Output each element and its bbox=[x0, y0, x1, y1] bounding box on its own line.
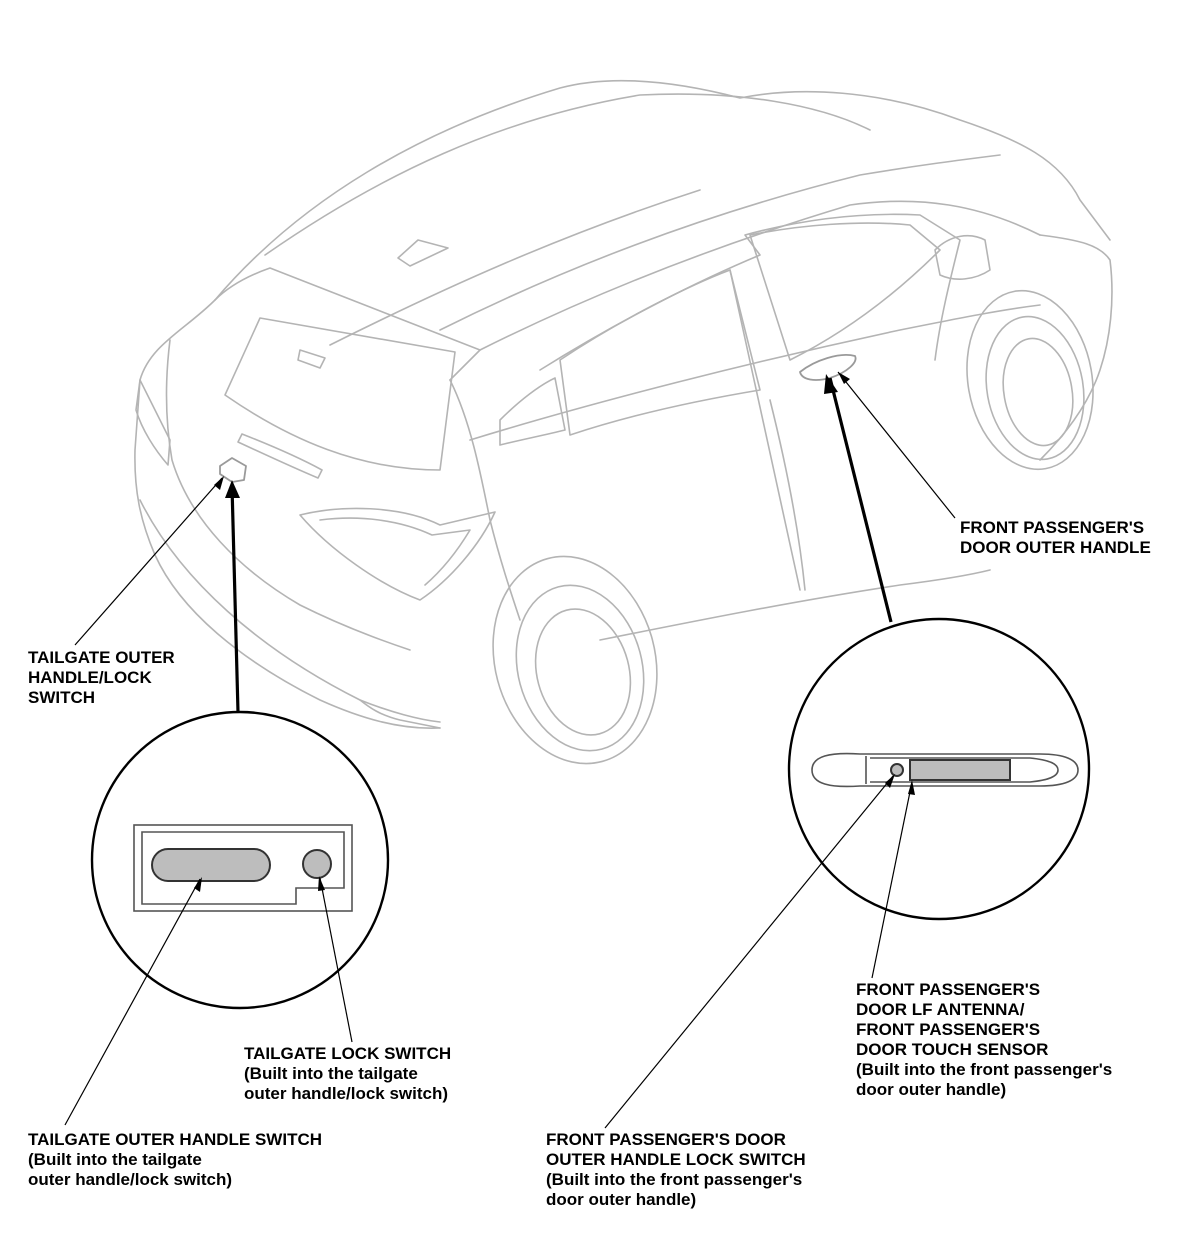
roof-rail-inner bbox=[439, 154, 1001, 331]
label-line: FRONT PASSENGER'S DOOR bbox=[546, 1130, 786, 1149]
side-sill bbox=[599, 569, 991, 641]
rear-body-inner bbox=[165, 339, 411, 651]
label-tailgate-outer-handle-switch: TAILGATE OUTER HANDLE SWITCH (Built into… bbox=[28, 1130, 322, 1190]
door-handle-detail-callout bbox=[787, 617, 1091, 921]
arrow-front-door-outer-handle bbox=[838, 372, 850, 384]
front-door-window bbox=[749, 222, 941, 361]
label-line: door outer handle) bbox=[856, 1080, 1007, 1099]
label-line: SWITCH bbox=[28, 688, 96, 707]
rear-wheel-arch bbox=[492, 555, 658, 765]
leader-front-door-outer-handle bbox=[837, 371, 956, 519]
rear-window bbox=[224, 317, 456, 471]
label-line: (Built into the front passenger's bbox=[856, 1060, 1113, 1079]
quarter-window bbox=[499, 377, 566, 446]
rear-wheel-rim bbox=[534, 608, 632, 736]
rear-door-window bbox=[559, 269, 761, 436]
tailgate-outer-handle-switch-pad bbox=[151, 848, 271, 882]
arrow-door-outer-handle-lock-switch bbox=[885, 774, 895, 788]
roof-rail bbox=[264, 93, 871, 256]
door-touch-sensor-pad bbox=[909, 759, 1011, 781]
rear-spoiler bbox=[214, 267, 481, 381]
rear-body-left bbox=[134, 299, 441, 730]
b-pillar bbox=[729, 269, 801, 591]
label-line: FRONT PASSENGER'S bbox=[856, 980, 1041, 999]
side-body-top bbox=[479, 200, 1041, 351]
tail-lamp-left bbox=[135, 379, 171, 466]
roof-side-line bbox=[329, 189, 701, 346]
label-line: TAILGATE LOCK SWITCH bbox=[244, 1044, 452, 1063]
label-tailgate-lock-switch: TAILGATE LOCK SWITCH (Built into the tai… bbox=[244, 1044, 451, 1104]
door-handle-lock-switch-button bbox=[890, 763, 904, 777]
leader-door-circle-to-handle bbox=[828, 377, 893, 623]
label-line: outer handle/lock switch) bbox=[28, 1170, 233, 1189]
rear-wheel-tire bbox=[515, 584, 645, 752]
leader-tailgate-circle-to-switch bbox=[230, 485, 240, 713]
tail-lamp-right bbox=[299, 507, 496, 601]
label-line: TAILGATE OUTER bbox=[28, 648, 175, 667]
label-line: OUTER HANDLE LOCK SWITCH bbox=[546, 1150, 806, 1169]
leader-tailgate-outer-handle-lock bbox=[74, 477, 223, 646]
front-wheel-rim bbox=[1002, 337, 1074, 447]
shark-fin-antenna bbox=[397, 239, 449, 267]
label-line: HANDLE/LOCK bbox=[28, 668, 152, 687]
label-line: DOOR LF ANTENNA/ bbox=[856, 1000, 1025, 1019]
arrow-lf-antenna-touch-sensor bbox=[908, 780, 915, 795]
arrow-tailgate-outer-handle-lock bbox=[214, 476, 224, 490]
vehicle-door-handle bbox=[799, 354, 857, 381]
label-line: outer handle/lock switch) bbox=[244, 1084, 449, 1103]
arrow-door-circle-to-handle bbox=[824, 374, 838, 394]
front-wheel-arch bbox=[966, 289, 1094, 471]
label-line: (Built into the tailgate bbox=[244, 1064, 418, 1083]
label-lf-antenna-touch-sensor: FRONT PASSENGER'S DOOR LF ANTENNA/ FRONT… bbox=[856, 980, 1112, 1100]
rear-bumper bbox=[139, 499, 441, 723]
label-line: (Built into the front passenger's bbox=[546, 1170, 803, 1189]
label-door-outer-handle-lock-switch: FRONT PASSENGER'S DOOR OUTER HANDLE LOCK… bbox=[546, 1130, 806, 1210]
side-character-line bbox=[469, 304, 1041, 441]
vehicle-roof bbox=[214, 79, 1111, 301]
label-line: door outer handle) bbox=[546, 1190, 697, 1209]
side-mirror bbox=[934, 234, 991, 280]
label-line: (Built into the tailgate bbox=[28, 1150, 202, 1169]
label-front-door-outer-handle: FRONT PASSENGER'S DOOR OUTER HANDLE bbox=[960, 518, 1151, 558]
front-fender bbox=[1039, 234, 1113, 461]
arrow-tailgate-outer-handle-switch bbox=[194, 877, 202, 892]
arrow-tailgate-circle-to-switch bbox=[225, 480, 240, 498]
front-wheel-tire bbox=[985, 315, 1085, 461]
rear-wiper-area bbox=[297, 349, 326, 369]
door-split bbox=[769, 399, 806, 591]
label-line: FRONT PASSENGER'S bbox=[960, 518, 1145, 537]
label-line: DOOR TOUCH SENSOR bbox=[856, 1040, 1049, 1059]
label-line: FRONT PASSENGER'S bbox=[856, 1020, 1041, 1039]
tailgate-garnish bbox=[237, 433, 323, 479]
leader-lf-antenna-touch-sensor bbox=[871, 781, 913, 979]
arrow-tailgate-lock-switch bbox=[318, 876, 325, 891]
rear-fender bbox=[449, 379, 521, 621]
leader-lines bbox=[64, 371, 956, 1129]
tail-lamp-right-inner bbox=[319, 517, 471, 586]
leader-door-outer-handle-lock-switch bbox=[604, 775, 894, 1129]
tailgate-detail-callout bbox=[90, 710, 390, 1010]
label-line: DOOR OUTER HANDLE bbox=[960, 538, 1151, 557]
rear-bumper-lower bbox=[359, 699, 441, 729]
leader-tailgate-lock-switch bbox=[319, 877, 353, 1043]
vehicle-illustration bbox=[134, 79, 1113, 765]
tailgate-lock-switch-button bbox=[302, 849, 332, 879]
vehicle-tailgate-switch bbox=[219, 457, 247, 483]
label-tailgate-outer-handle-lock-switch: TAILGATE OUTER HANDLE/LOCK SWITCH bbox=[28, 648, 175, 708]
label-line: TAILGATE OUTER HANDLE SWITCH bbox=[28, 1130, 323, 1149]
leader-tailgate-outer-handle-switch bbox=[64, 878, 201, 1126]
